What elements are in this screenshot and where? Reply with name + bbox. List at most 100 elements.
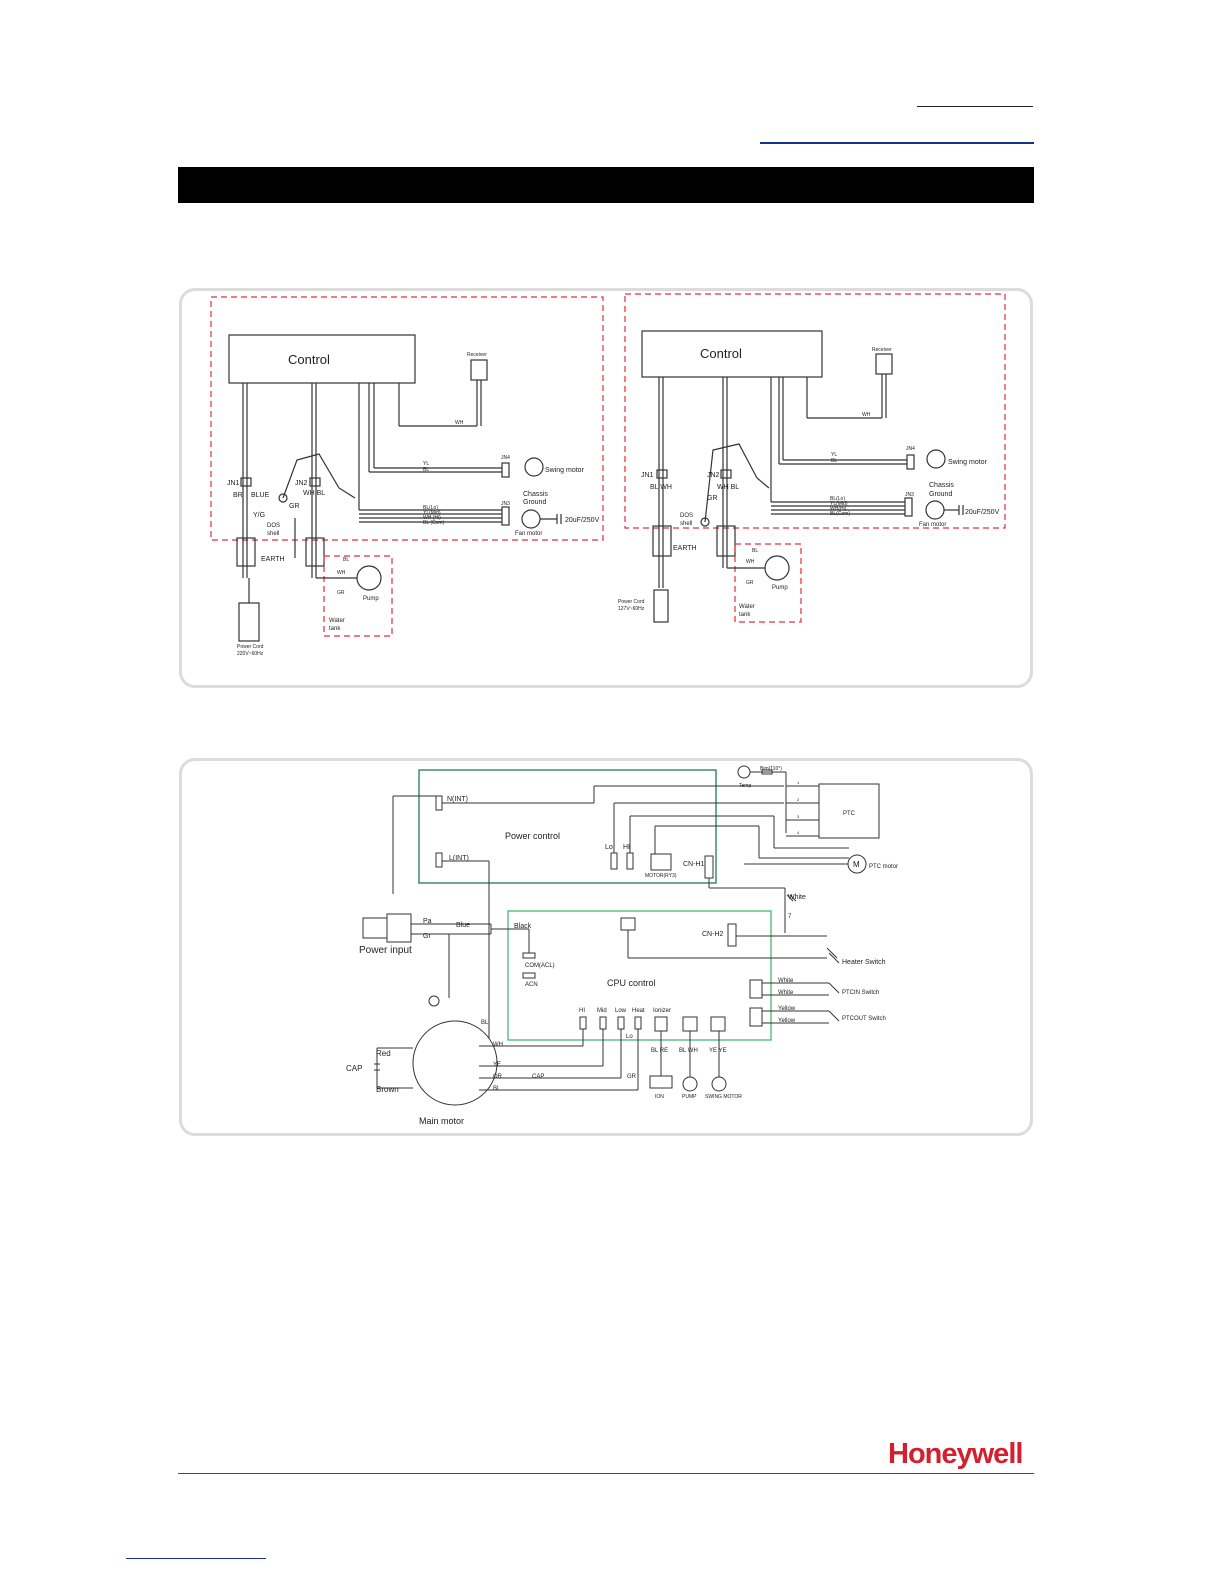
svg-text:COM(ACL): COM(ACL) — [525, 963, 555, 969]
svg-text:Red: Red — [376, 1049, 391, 1058]
svg-text:WH: WH — [746, 559, 755, 565]
plug-220v — [238, 602, 260, 642]
svg-text:127V~60Hz: 127V~60Hz — [618, 606, 645, 612]
header-rule — [917, 106, 1033, 107]
control-box-right — [641, 330, 823, 378]
svg-text:BL WH: BL WH — [679, 1048, 698, 1054]
svg-text:3: 3 — [797, 814, 800, 819]
svg-text:Blue: Blue — [456, 922, 470, 929]
footer-rule — [178, 1473, 1034, 1474]
svg-text:ION: ION — [655, 1094, 664, 1100]
svg-text:PTC motor: PTC motor — [869, 864, 898, 870]
svg-text:1: 1 — [797, 780, 800, 785]
svg-text:Gr: Gr — [423, 933, 431, 940]
svg-text:Lo: Lo — [626, 1034, 633, 1040]
svg-text:Fan motor: Fan motor — [919, 522, 946, 528]
svg-text:20uF/250V: 20uF/250V — [565, 517, 600, 524]
svg-text:CN-H2: CN-H2 — [702, 931, 723, 938]
svg-text:BL: BL — [343, 557, 349, 563]
svg-text:PTC: PTC — [843, 811, 856, 817]
svg-text:GR: GR — [707, 495, 718, 502]
svg-text:Pump: Pump — [772, 585, 788, 591]
svg-text:ACN: ACN — [525, 982, 538, 988]
svg-text:YL(Mid): YL(Mid) — [423, 510, 441, 516]
svg-text:BR: BR — [233, 492, 243, 499]
svg-text:CAP: CAP — [346, 1064, 362, 1073]
svg-text:Yellow: Yellow — [778, 1018, 796, 1024]
svg-text:Heat: Heat — [632, 1008, 645, 1014]
svg-text:7: 7 — [788, 914, 792, 920]
svg-text:Chassis: Chassis — [523, 491, 548, 498]
svg-text:20uF/250V: 20uF/250V — [965, 509, 1000, 516]
svg-text:YL: YL — [423, 461, 429, 467]
svg-text:Pump: Pump — [363, 596, 379, 602]
svg-text:GR: GR — [289, 503, 300, 510]
svg-text:Black: Black — [514, 923, 532, 930]
svg-text:BL: BL — [831, 458, 837, 464]
svg-text:BL: BL — [481, 1020, 489, 1026]
svg-text:BL (Com): BL (Com) — [423, 520, 445, 526]
svg-text:M: M — [853, 860, 860, 869]
svg-text:HI: HI — [623, 844, 630, 851]
svg-text:BL WH: BL WH — [650, 484, 672, 491]
svg-text:HI: HI — [579, 1008, 585, 1014]
honeywell-logo: Honeywell — [888, 1438, 1023, 1470]
svg-text:BLUE: BLUE — [251, 492, 270, 499]
svg-text:shell: shell — [267, 531, 279, 537]
svg-text:JN3: JN3 — [905, 492, 914, 498]
svg-text:Temp: Temp — [739, 783, 751, 789]
svg-text:Swing motor: Swing motor — [948, 459, 988, 466]
section-title-bar — [178, 167, 1034, 203]
svg-text:BL(Lo): BL(Lo) — [423, 505, 438, 511]
right-wiring-diagram — [624, 293, 1006, 623]
svg-text:tank: tank — [739, 612, 751, 618]
pump-icon — [356, 565, 382, 591]
control-label: Control — [288, 352, 330, 367]
power-input-label: Power input — [359, 945, 412, 956]
svg-text:4: 4 — [797, 830, 800, 835]
svg-text:JN1: JN1 — [641, 472, 654, 479]
power-control-label: Power control — [505, 831, 560, 841]
svg-text:GR: GR — [337, 590, 345, 596]
svg-text:N(INT): N(INT) — [447, 796, 468, 803]
svg-text:WH BL: WH BL — [303, 490, 325, 497]
svg-text:YL: YL — [831, 452, 837, 458]
svg-text:Pa: Pa — [423, 918, 432, 925]
svg-text:EARTH: EARTH — [673, 545, 697, 552]
svg-text:Heater Switch: Heater Switch — [842, 959, 886, 966]
svg-text:PTCIN Switch: PTCIN Switch — [842, 990, 879, 996]
svg-text:White: White — [788, 894, 806, 901]
svg-text:CAP: CAP — [532, 1074, 544, 1080]
power-plug — [386, 913, 412, 943]
svg-text:SWING MOTOR: SWING MOTOR — [705, 1094, 742, 1100]
svg-text:Chassis: Chassis — [929, 482, 954, 489]
svg-text:OR: OR — [493, 1074, 503, 1080]
left-diagram-labels: Control Receiver WH YL BL JN4 Swing moto… — [227, 352, 600, 657]
ptc-box — [818, 783, 880, 839]
main-motor-icon — [412, 1020, 498, 1106]
cpu-control-label: CPU control — [607, 978, 656, 988]
svg-text:JN2: JN2 — [295, 480, 308, 487]
svg-text:PTCOUT Switch: PTCOUT Switch — [842, 1016, 886, 1022]
svg-text:220V~60Hz: 220V~60Hz — [237, 651, 264, 657]
svg-text:JN3: JN3 — [501, 501, 510, 507]
svg-text:tank: tank — [329, 626, 341, 632]
svg-text:BL: BL — [752, 548, 758, 554]
svg-text:BL(Lo): BL(Lo) — [830, 496, 845, 502]
svg-text:L(INT): L(INT) — [449, 855, 469, 862]
svg-text:Water: Water — [329, 618, 345, 624]
svg-text:MOTOR(RY3): MOTOR(RY3) — [645, 873, 677, 879]
svg-text:BL: BL — [423, 467, 429, 473]
svg-text:Ground: Ground — [929, 491, 952, 498]
svg-text:JN2: JN2 — [707, 472, 720, 479]
svg-text:BL: BL — [493, 1086, 501, 1092]
svg-text:Ground: Ground — [523, 499, 546, 506]
schematic-svg: N(INT) L(INT) Power control Lo HI MOTOR(… — [346, 765, 898, 1126]
svg-text:Water: Water — [739, 604, 755, 610]
svg-text:DOS: DOS — [267, 523, 280, 529]
svg-text:Low: Low — [615, 1008, 627, 1014]
schematic-lines — [362, 765, 880, 1106]
svg-text:YE: YE — [493, 1062, 501, 1068]
strain-relief-left — [236, 537, 256, 567]
cpu-control-box — [507, 910, 772, 1041]
